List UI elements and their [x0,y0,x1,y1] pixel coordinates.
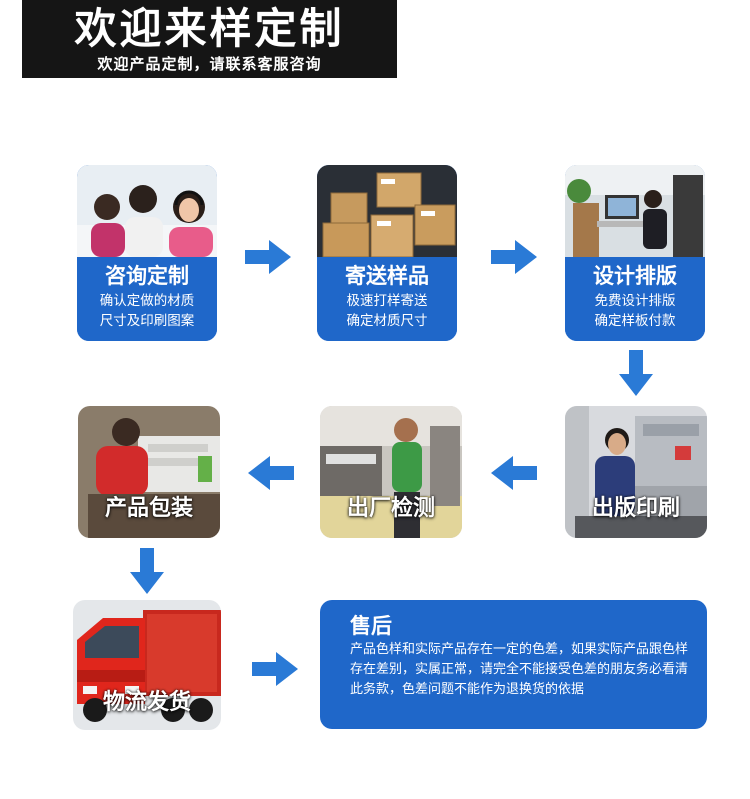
arrow-right-icon [252,652,298,686]
step-desc-line2: 确定样板付款 [594,313,676,329]
step-card-send-sample: 寄送样品 极速打样寄送 确定材质尺寸 [317,165,457,341]
arrow-left-icon [491,456,537,490]
after-sales-title: 售后 [350,614,392,638]
packaging-photo [78,406,220,538]
header-subtitle: 欢迎产品定制，请联系客服咨询 [97,55,322,73]
arrow-right-icon [245,240,291,274]
inspection-photo [320,406,462,538]
step-desc-line1: 极速打样寄送 [346,293,428,309]
header-banner: 欢迎来样定制 欢迎产品定制，请联系客服咨询 [22,0,397,78]
arrow-down-icon [130,548,164,594]
step-card-design: 设计排版 免费设计排版 确定样板付款 [565,165,705,341]
step-card-packaging: 产品包装 [78,406,220,538]
step-desc-line2: 尺寸及印刷图案 [99,313,195,329]
after-sales-text: 产品色样和实际产品存在一定的色差，如果实际产品跟色样存在差别，实属正常，请完全不… [350,642,689,697]
arrow-right-icon [491,240,537,274]
arrow-down-icon [619,350,653,396]
step-title: 设计排版 [593,264,677,288]
step-card-shipping: 物流发货 [73,600,221,730]
boxes-photo [317,165,457,257]
header-title: 欢迎来样定制 [74,4,345,53]
step-card-inspection: 出厂检测 [320,406,462,538]
step-desc-line1: 确认定做的材质 [99,293,195,309]
step-title: 出厂检测 [346,496,435,521]
step-title: 寄送样品 [345,264,429,288]
step-desc-line1: 免费设计排版 [594,293,676,309]
step-title: 物流发货 [102,690,191,715]
consult-photo [77,165,217,257]
step-title: 咨询定制 [105,264,189,288]
after-sales-panel: 售后 产品色样和实际产品存在一定的色差，如果实际产品跟色样存在差别，实属正常，请… [320,600,707,729]
arrow-left-icon [248,456,294,490]
truck-photo [73,600,221,730]
office-photo [565,165,705,257]
step-desc-line2: 确定材质尺寸 [346,313,428,329]
step-body: 咨询定制 确认定做的材质 尺寸及印刷图案 [77,257,217,341]
step-card-consult: 咨询定制 确认定做的材质 尺寸及印刷图案 [77,165,217,341]
step-body: 设计排版 免费设计排版 确定样板付款 [565,257,705,341]
step-title: 出版印刷 [591,496,680,521]
step-body: 寄送样品 极速打样寄送 确定材质尺寸 [317,257,457,341]
step-card-printing: 出版印刷 [565,406,707,538]
printing-photo [565,406,707,538]
step-title: 产品包装 [104,496,193,521]
